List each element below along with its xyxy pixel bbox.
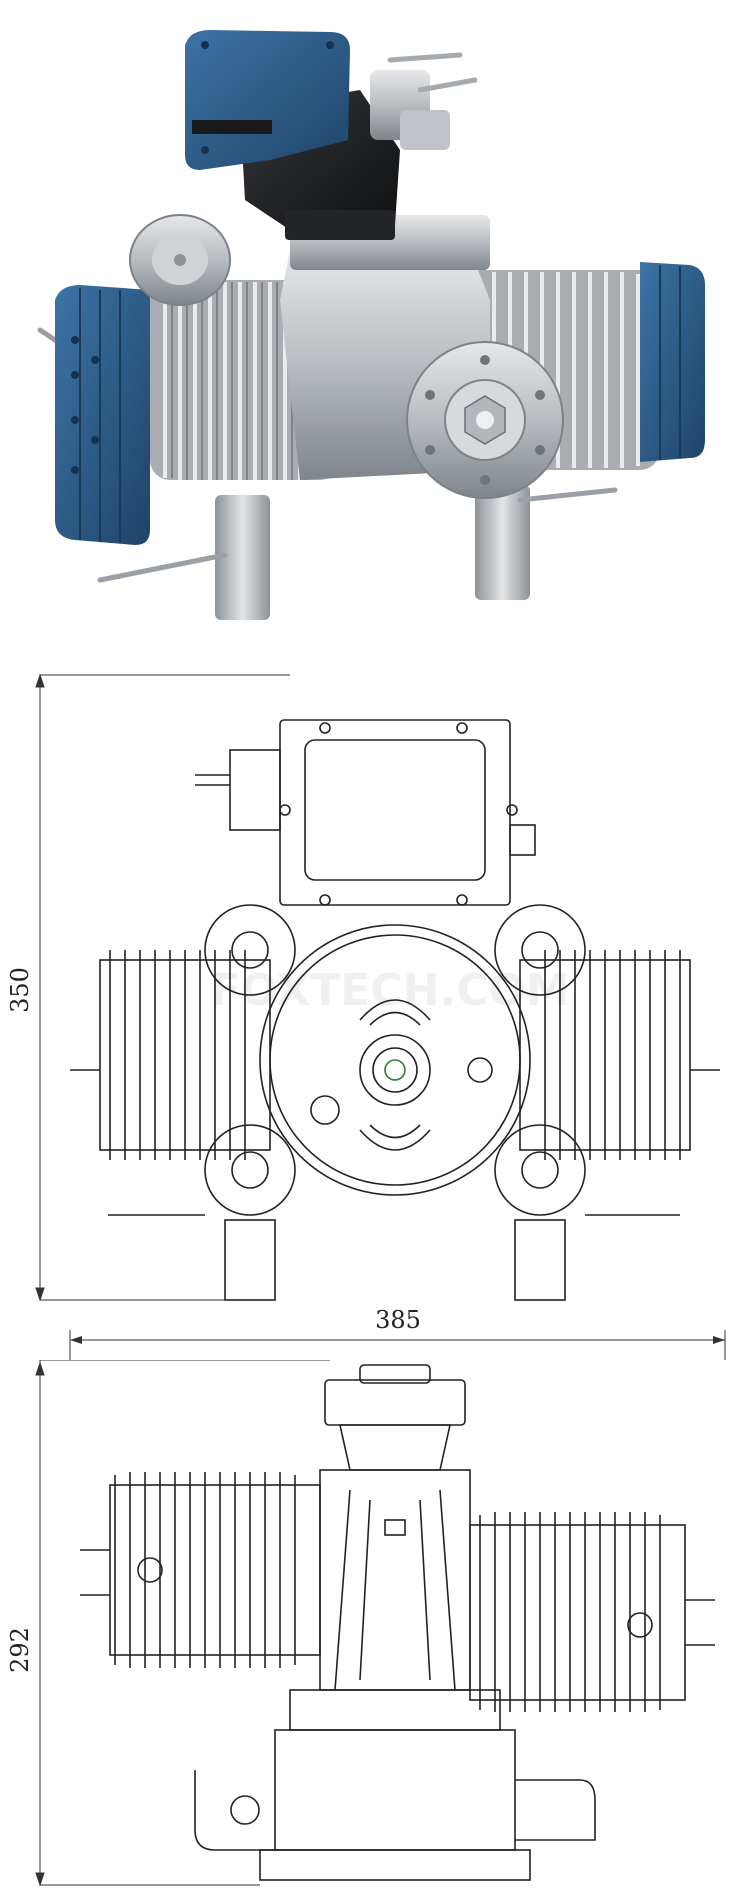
- right-head-cover: [640, 262, 705, 462]
- side-view-drawing: 292: [0, 1360, 750, 1892]
- front-right-leg: [514, 1219, 566, 1301]
- side-view-svg: 292: [6, 1360, 715, 1887]
- crankcase-outline: [259, 924, 531, 1196]
- width-dimension: 385: [0, 1300, 750, 1360]
- mount-legs: [215, 485, 530, 620]
- watermark-faint: FOXTECH.COM: [210, 965, 569, 1016]
- left-head-cover: [55, 285, 150, 545]
- front-left-leg: [224, 1219, 276, 1301]
- dim-label-height-292: 292: [6, 1627, 34, 1673]
- fuel-fittings: [370, 52, 478, 150]
- dim-height-292: [35, 1360, 330, 1887]
- side-base-upper: [289, 1689, 501, 1731]
- prop-flange: [406, 341, 564, 499]
- width-dimension-svg: 385: [69, 1306, 726, 1360]
- side-right-cylinder: [469, 1512, 686, 1712]
- engine-render-image: [37, 30, 705, 620]
- side-top-box: [324, 1379, 466, 1426]
- side-left-cylinder: [109, 1472, 321, 1668]
- front-view-svg: FOXTECH.COM 350: [6, 673, 720, 1302]
- pulley: [129, 214, 231, 306]
- front-view-drawing: FOXTECH.COM 350: [0, 660, 750, 1310]
- front-left-cylinder: [99, 950, 271, 1160]
- shaft-hub: [359, 1034, 431, 1106]
- ecu-box: [185, 30, 350, 170]
- ecu-outline: [279, 719, 511, 906]
- dim-label-width-385: 385: [375, 1306, 421, 1334]
- watermark-text: FOXTECH.COM: [210, 965, 569, 1016]
- mount-bosses: [204, 904, 586, 1216]
- dim-label-height-350: 350: [6, 967, 34, 1013]
- engine-render-view: [0, 0, 750, 640]
- dim-height-350: [35, 673, 290, 1302]
